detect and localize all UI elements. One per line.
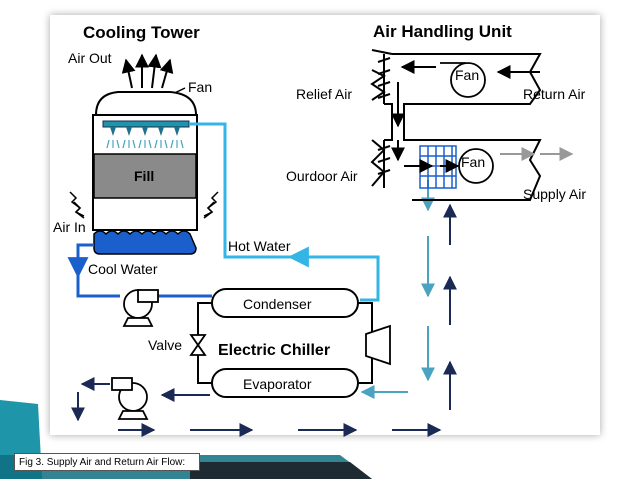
cool-water-label: Cool Water bbox=[88, 261, 158, 277]
air-out-label: Air Out bbox=[68, 50, 112, 66]
supply-fan-label: Fan bbox=[461, 154, 485, 170]
compressor-icon bbox=[365, 324, 391, 366]
condenser-pump-icon bbox=[122, 289, 159, 327]
cooling-tower-title: Cooling Tower bbox=[83, 23, 200, 42]
spray-nozzles bbox=[110, 127, 180, 136]
air-in-wiggles-left bbox=[69, 191, 85, 219]
return-air-label: Return Air bbox=[523, 86, 586, 102]
ahu-title: Air Handling Unit bbox=[373, 22, 512, 41]
outdoor-air-label: Ourdoor Air bbox=[286, 168, 358, 184]
chilled-water-pump-icon bbox=[111, 377, 149, 420]
evaporator-label: Evaporator bbox=[243, 376, 312, 392]
relief-air-label: Relief Air bbox=[296, 86, 352, 102]
outdoor-damper-icon bbox=[377, 145, 391, 175]
figure-caption: Fig 3. Supply Air and Return Air Flow: bbox=[14, 453, 200, 471]
electric-chiller-label: Electric Chiller bbox=[218, 342, 330, 359]
air-in-label: Air In bbox=[53, 219, 86, 235]
valve-icon bbox=[189, 334, 207, 356]
supply-air-label: Supply Air bbox=[523, 186, 586, 202]
fill-block bbox=[93, 153, 197, 199]
spray-drops bbox=[106, 139, 184, 149]
fill-label: Fill bbox=[134, 168, 154, 184]
tower-basin-water bbox=[93, 230, 197, 255]
tower-spray-header bbox=[102, 120, 190, 128]
air-in-wiggles-right bbox=[203, 191, 219, 219]
return-fan-icon bbox=[440, 62, 486, 98]
tower-fan-label: Fan bbox=[188, 79, 212, 95]
slide-accent-bottom-dark bbox=[190, 462, 372, 479]
tower-hood bbox=[94, 91, 198, 116]
relief-damper-icon bbox=[377, 57, 391, 99]
hot-water-label: Hot Water bbox=[228, 238, 291, 254]
valve-label: Valve bbox=[148, 337, 182, 353]
return-fan-label: Fan bbox=[455, 67, 479, 83]
condenser-label: Condenser bbox=[243, 296, 312, 312]
air-out-arrows bbox=[121, 53, 174, 89]
